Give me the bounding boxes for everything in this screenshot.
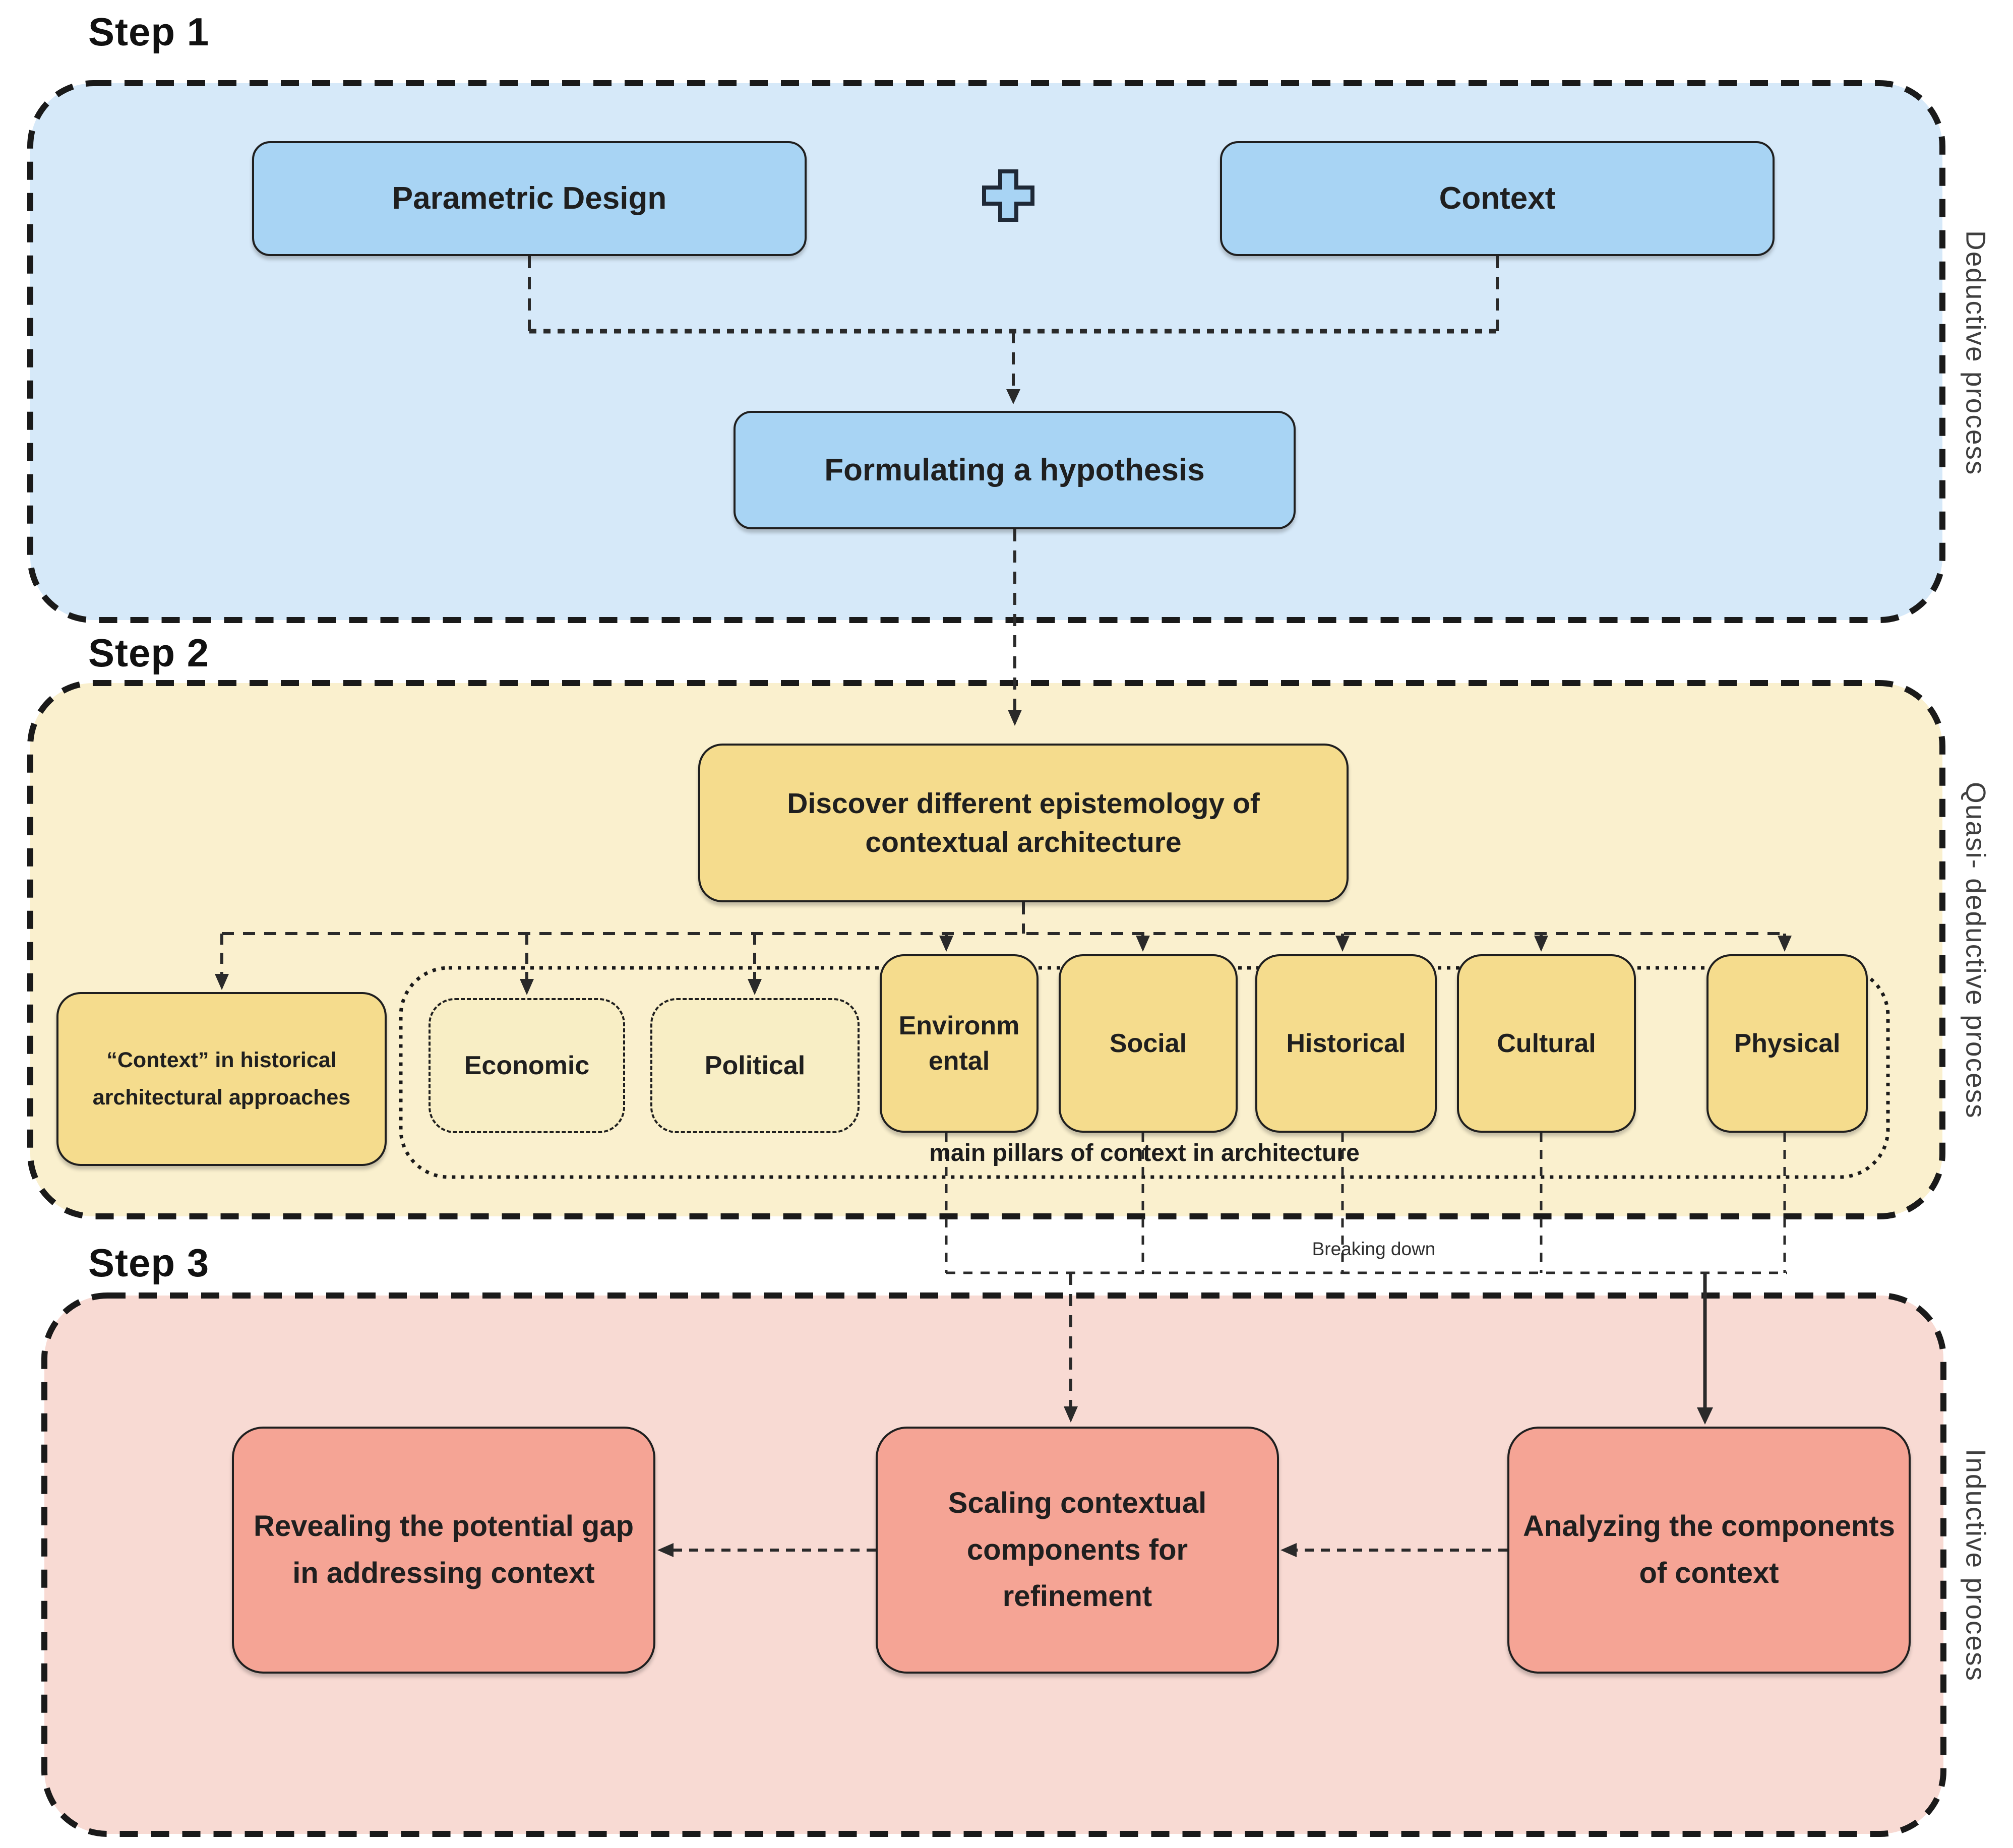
revealing-gap-box: Revealing the potential gap in addressin…	[232, 1427, 655, 1674]
arrowhead-revealing	[657, 1543, 674, 1557]
arrowhead-discover	[1008, 710, 1022, 726]
context-box: Context	[1220, 141, 1775, 256]
step1-label: Step 1	[88, 10, 210, 54]
historical-approaches-box: “Context” in historical architectural ap…	[56, 992, 387, 1166]
step3-label: Step 3	[88, 1241, 210, 1285]
economic-box: Economic	[429, 998, 625, 1133]
political-box: Political	[650, 998, 860, 1133]
environmental-box: Environmental	[880, 954, 1039, 1133]
parametric-design-box: Parametric Design	[252, 141, 807, 256]
plus-icon	[982, 169, 1034, 222]
pillars-container	[399, 966, 1890, 1179]
cultural-box: Cultural	[1457, 954, 1636, 1133]
arrowhead-social	[1136, 936, 1150, 952]
social-box: Social	[1059, 954, 1238, 1133]
physical-box: Physical	[1706, 954, 1868, 1133]
arrowhead-scaling	[1064, 1406, 1078, 1423]
arrowhead-environmental	[939, 936, 953, 952]
side-label-quasi-deductive: Quasi- deductive process	[1960, 781, 1992, 1119]
arrowhead-economic	[520, 979, 534, 995]
side-label-deductive: Deductive process	[1960, 230, 1992, 476]
analyzing-components-box: Analyzing the components of context	[1507, 1427, 1911, 1674]
arrowhead-political	[748, 979, 762, 995]
discover-epistemology-box: Discover different epistemology of conte…	[698, 744, 1349, 902]
scaling-components-box: Scaling contextual components for refine…	[876, 1427, 1279, 1674]
arrowhead-historical	[1335, 936, 1350, 952]
pillars-container-label: main pillars of context in architecture	[929, 1139, 1360, 1166]
arrowhead-analyzing	[1697, 1407, 1713, 1425]
step2-label: Step 2	[88, 631, 210, 675]
arrowhead-physical	[1778, 936, 1792, 952]
arrowhead-scaling-left	[1280, 1543, 1297, 1557]
arrowhead-historical-approaches	[215, 974, 229, 990]
side-label-inductive: Inductive process	[1960, 1449, 1992, 1682]
historical-box: Historical	[1255, 954, 1437, 1133]
formulating-hypothesis-box: Formulating a hypothesis	[734, 411, 1296, 529]
breaking-down-label: Breaking down	[1312, 1239, 1436, 1259]
arrowhead-cultural	[1534, 936, 1548, 952]
arrowhead-formulating	[1006, 389, 1020, 404]
